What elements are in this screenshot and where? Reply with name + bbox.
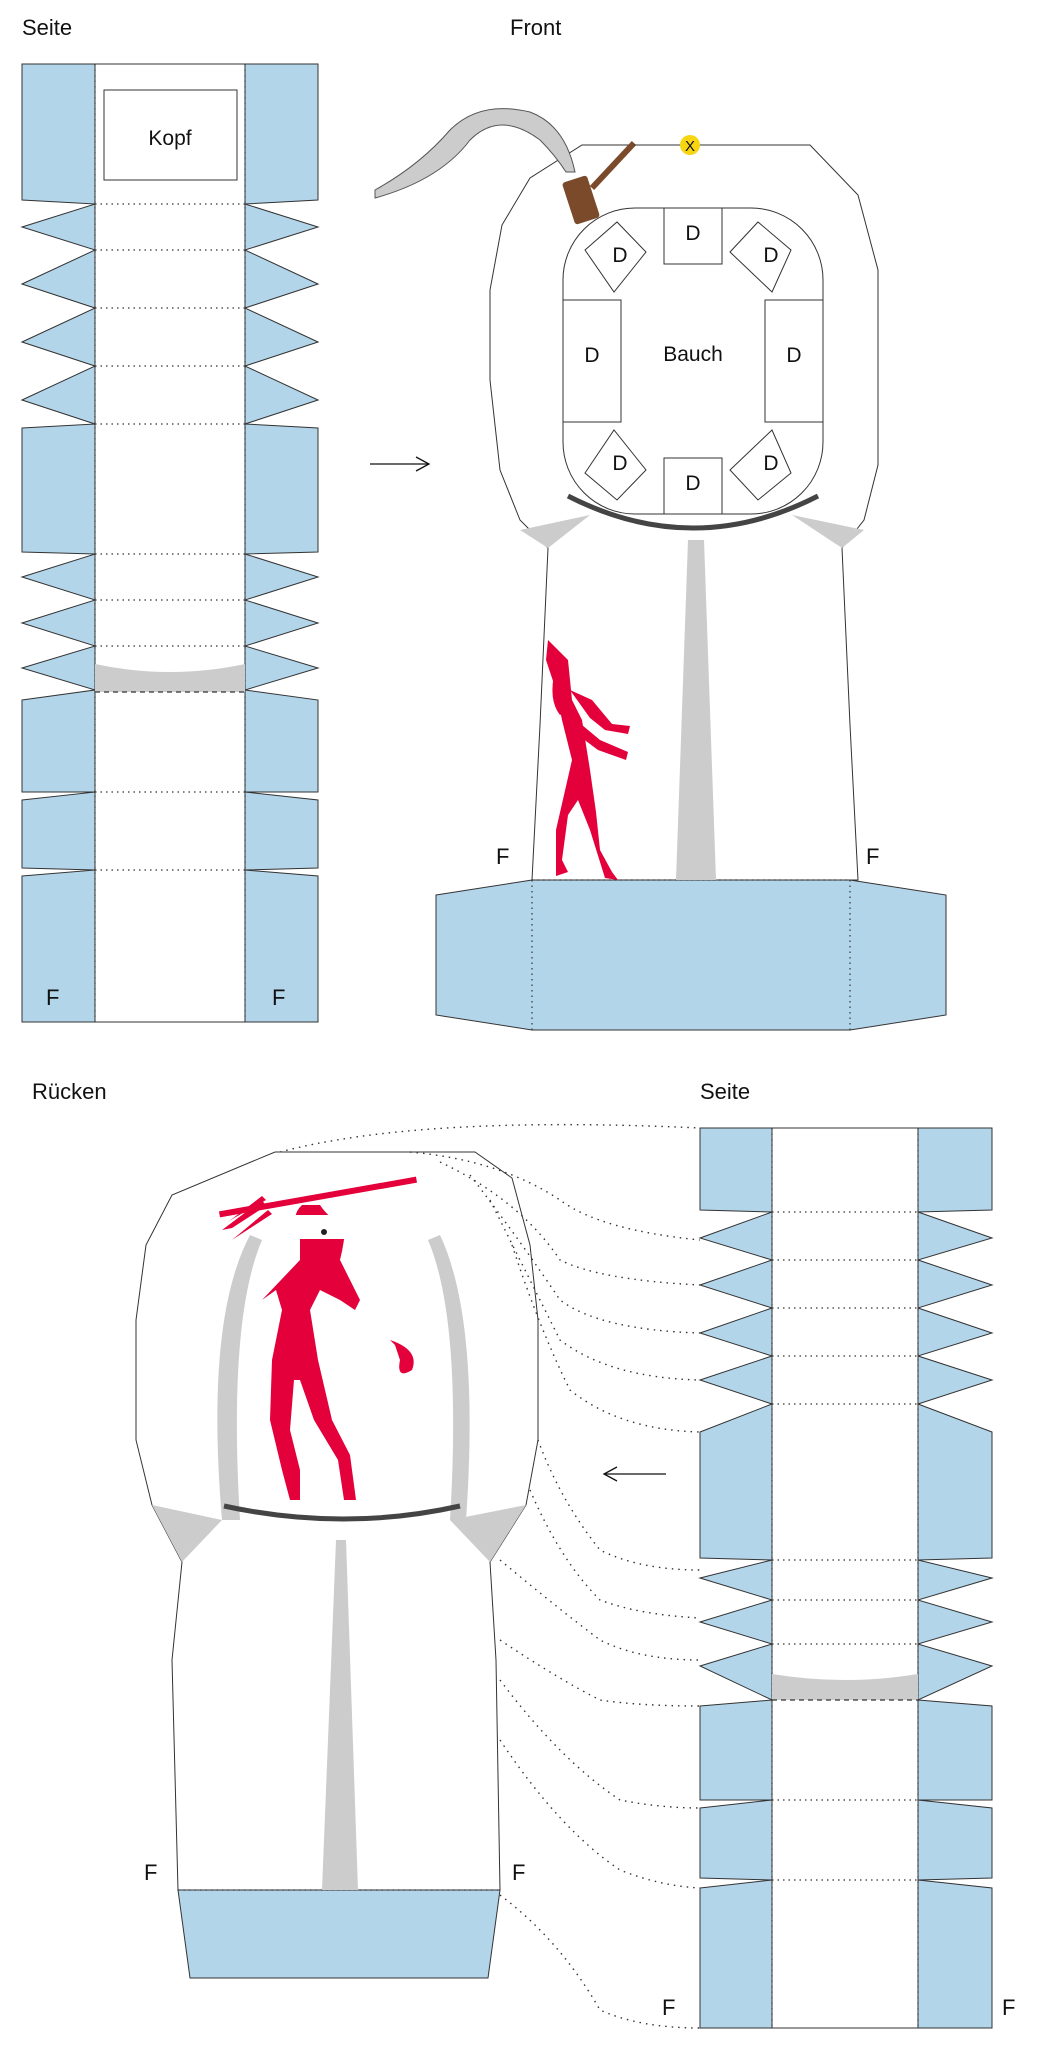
back-waist-line xyxy=(223,1503,461,1522)
pipe-bowl xyxy=(562,175,600,225)
arrow-left xyxy=(602,1466,666,1482)
side-right-flaps xyxy=(244,63,320,1023)
back-left-arm-shadow xyxy=(152,1505,222,1562)
f-label-side-top-left: F xyxy=(46,985,59,1010)
svg-text:D: D xyxy=(612,452,627,475)
back-right-arch-shadow xyxy=(428,1235,470,1520)
svg-text:D: D xyxy=(763,244,778,267)
svg-text:D: D xyxy=(612,244,627,267)
devil-goat-figure xyxy=(546,640,630,880)
front-right-arm-shadow xyxy=(792,515,864,548)
front-hem-flap xyxy=(435,879,947,1031)
arrow-right xyxy=(370,456,431,472)
side2-shadow-band xyxy=(772,1674,918,1700)
f-label-front-right: F xyxy=(866,844,879,869)
f-label-back-right: F xyxy=(512,1860,525,1885)
back-left-arch-shadow xyxy=(217,1235,262,1520)
side-center-strip xyxy=(94,63,246,1023)
front-left-arm-shadow xyxy=(520,515,590,548)
svg-text:D: D xyxy=(786,344,801,367)
side2-right-flaps xyxy=(917,1127,994,2029)
side2-center-strip xyxy=(771,1127,919,2029)
svg-text:D: D xyxy=(763,452,778,475)
alignment-guides xyxy=(279,1123,701,2029)
title-seite-top: Seite xyxy=(22,15,72,40)
front-waist-line xyxy=(566,493,820,531)
kopf-box xyxy=(103,89,238,181)
back-piece: Rücken F F xyxy=(32,1079,539,1979)
svg-text:D: D xyxy=(584,344,599,367)
title-front: Front xyxy=(510,15,561,40)
back-right-arm-shadow xyxy=(450,1505,526,1562)
f-label-side-top-right: F xyxy=(272,985,285,1010)
f-label-side-bottom-left: F xyxy=(662,1995,675,2020)
x-marker xyxy=(680,135,700,155)
title-seite-bottom: Seite xyxy=(700,1079,750,1104)
f-label-side-bottom-right: F xyxy=(1002,1995,1015,2020)
kopf-label: Kopf xyxy=(148,127,191,150)
side-shadow-band xyxy=(95,664,245,692)
svg-text:X: X xyxy=(685,138,695,155)
front-piece: Front Bauch D D D D D D xyxy=(374,15,947,1031)
front-center-shadow xyxy=(676,540,716,880)
side2-left-flaps xyxy=(698,1127,773,2029)
side-left-flaps xyxy=(20,63,96,1023)
title-ruecken: Rücken xyxy=(32,1079,107,1104)
f-label-front-left: F xyxy=(496,844,509,869)
bauch-label: Bauch xyxy=(663,343,723,366)
svg-text:D: D xyxy=(685,472,700,495)
svg-text:D: D xyxy=(685,222,700,245)
back-center-shadow xyxy=(322,1540,358,1890)
devil-with-trident xyxy=(218,1176,418,1500)
side-piece-top: Seite xyxy=(20,15,320,1023)
side-piece-bottom: Seite xyxy=(662,1079,1015,2029)
d-tabs: D D D D D D D D xyxy=(562,207,824,515)
back-hem-flap xyxy=(177,1889,501,1979)
horn-shape xyxy=(374,108,576,199)
f-label-back-left: F xyxy=(144,1860,157,1885)
pipe-stem xyxy=(589,140,637,191)
